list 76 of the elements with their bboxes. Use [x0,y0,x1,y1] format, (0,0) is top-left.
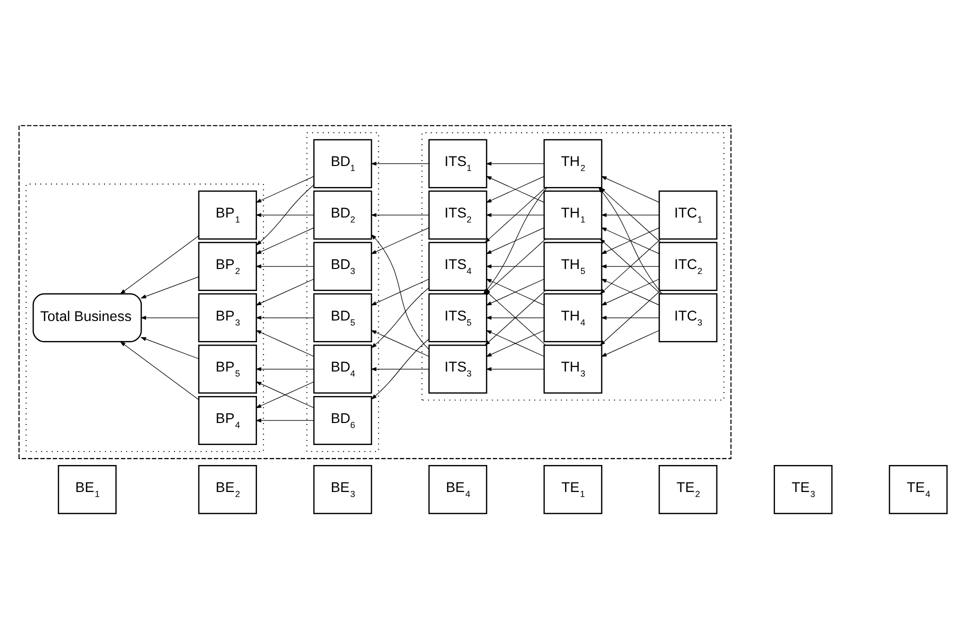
arrow [370,161,430,166]
cluster [421,132,724,400]
arrow [486,176,544,202]
arrow [486,264,544,268]
arrow [256,330,314,356]
node-box: BE$_{2}$ [198,464,257,514]
node-box: TH$_{1}$ [544,190,602,240]
node-box: BD$_{4}$ [313,344,372,394]
node-box: BP$_{3}$ [198,292,257,342]
arrow [370,366,430,371]
cluster [18,124,732,459]
node-box: BD$_{2}$ [313,190,372,240]
node-box: BP$_{2}$ [198,241,257,290]
arrow [120,340,199,400]
node-box: BD$_{5}$ [313,292,372,342]
node-box: ITS$_{3}$ [428,344,488,394]
arrow [486,161,544,166]
cluster [306,132,380,452]
node-box: ITS$_{4}$ [428,241,488,290]
node-box: ITS$_{2}$ [428,190,488,240]
arrow [256,278,314,305]
arrow [484,186,546,242]
arrow [256,366,314,371]
node-box: ITC$_{2}$ [658,241,718,290]
node-box: Total Business [32,292,142,342]
arrow [600,212,660,217]
arrow [600,330,660,356]
node-box: BP$_{1}$ [198,190,257,240]
arrow [600,315,660,320]
arrow [140,336,199,359]
arrow [256,264,314,268]
node-box: TE$_{4}$ [888,464,948,514]
node-box: BP$_{4}$ [198,395,257,444]
node-box: BP$_{5}$ [198,344,257,394]
node-box: BD$_{6}$ [313,395,372,444]
arrow [256,418,314,422]
arrow [256,226,314,254]
arrow [600,238,662,294]
node-box: TH$_{3}$ [544,344,602,394]
node-box: TH$_{5}$ [544,241,602,290]
node-box: BE$_{3}$ [313,464,372,514]
node-box: ITS$_{5}$ [428,292,488,342]
node-box: TE$_{3}$ [774,464,833,514]
node-box: ITC$_{3}$ [658,292,718,342]
arrow [370,278,430,305]
arrow [256,176,314,202]
arrow [256,212,314,217]
node-box: BD$_{1}$ [313,138,372,188]
node-box: TE$_{2}$ [658,464,718,514]
arrow [120,235,199,294]
arrow [256,315,314,320]
node-box: ITC$_{1}$ [658,190,718,240]
arrow [486,330,544,356]
arrow [486,315,544,320]
arrow [140,315,199,320]
arrow [371,287,429,348]
arrow [256,184,314,246]
node-box: BE$_{1}$ [58,464,117,514]
node-box: TH$_{4}$ [544,292,602,342]
node-box: BE$_{4}$ [428,464,488,514]
arrow [370,234,430,350]
arrow [371,338,429,400]
node-box: TH$_{2}$ [544,138,602,188]
arrow [600,264,660,268]
arrow [600,290,662,346]
arrow [370,226,430,254]
arrow [370,212,430,217]
arrow [486,366,544,371]
arrow [486,226,544,254]
node-box: ITS$_{1}$ [428,138,488,188]
arrow [600,278,660,305]
arrow [486,212,544,217]
node-box: BD$_{3}$ [313,241,372,290]
node-box: TE$_{1}$ [544,464,602,514]
arrow [370,330,430,356]
arrow [140,276,199,298]
